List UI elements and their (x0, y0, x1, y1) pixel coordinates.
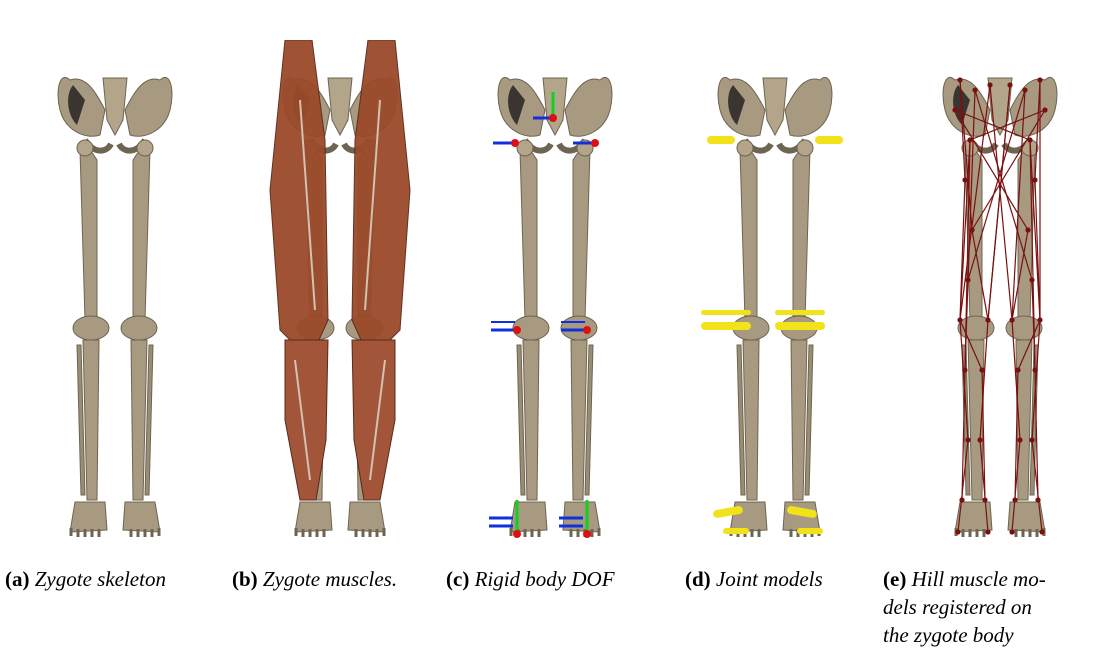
hill-muscle-attachment (1037, 77, 1042, 82)
caption-b: (b) Zygote muscles. (232, 565, 397, 593)
hill-muscle-attachment (962, 367, 967, 372)
caption-c-text: Rigid body DOF (475, 567, 615, 591)
hill-muscle-attachment (1032, 367, 1037, 372)
hill-muscle-attachment (1009, 529, 1014, 534)
joint-cylinders (701, 136, 843, 534)
panel-c-rigid-body-dof (455, 40, 655, 560)
caption-e-line-2: dels registered on (883, 595, 1032, 619)
hill-muscle-attachment (972, 87, 977, 92)
hill-muscle-attachment (977, 437, 982, 442)
hill-muscle-attachment (967, 137, 972, 142)
hill-muscle-attachment (1025, 227, 1030, 232)
panel-d-joint-models (675, 40, 875, 560)
hill-muscle-attachment (1035, 497, 1040, 502)
hill-muscle-attachment (959, 497, 964, 502)
hill-muscle-attachment (1039, 529, 1044, 534)
hill-muscle-attachment (1017, 437, 1022, 442)
caption-a-label: (a) (5, 567, 30, 591)
caption-b-text: Zygote muscles. (263, 567, 397, 591)
caption-e: (e) Hill muscle mo- dels registered on t… (883, 565, 1098, 649)
hill-muscle-attachment (1009, 317, 1014, 322)
caption-d: (d) Joint models (685, 565, 823, 593)
hill-muscle-attachment (1029, 437, 1034, 442)
caption-a: (a) Zygote skeleton (5, 565, 166, 593)
zygote-muscles-image (240, 40, 440, 560)
caption-b-label: (b) (232, 567, 258, 591)
panel-e-hill-muscles (900, 40, 1100, 560)
caption-e-line-1: Hill muscle mo- (912, 567, 1046, 591)
hill-muscle-attachment (979, 367, 984, 372)
hill-muscle-attachment (1032, 177, 1037, 182)
hill-muscle-attachment (955, 529, 960, 534)
hill-muscle-attachment (1012, 497, 1017, 502)
caption-c: (c) Rigid body DOF (446, 565, 615, 593)
hill-muscle-attachment (965, 437, 970, 442)
hill-muscle-attachment (962, 177, 967, 182)
hill-muscle-attachment (1015, 367, 1020, 372)
caption-d-text: Joint models (716, 567, 823, 591)
hill-muscle-attachment (1037, 317, 1042, 322)
caption-a-text: Zygote skeleton (35, 567, 166, 591)
hill-muscle-attachment (987, 82, 992, 87)
caption-c-label: (c) (446, 567, 469, 591)
hill-muscle-attachment (1042, 107, 1047, 112)
panel-a-skeleton (15, 40, 215, 560)
caption-e-line-3: the zygote body (883, 623, 1014, 647)
hill-muscle-attachment (1022, 87, 1027, 92)
zygote-skeleton-image (15, 40, 215, 560)
hill-muscle-attachment (969, 227, 974, 232)
hill-muscle-attachment (985, 529, 990, 534)
caption-d-label: (d) (685, 567, 711, 591)
hill-muscle-attachment (1029, 277, 1034, 282)
hill-muscle-attachment (1007, 82, 1012, 87)
hill-muscle-attachment (957, 317, 962, 322)
panel-b-muscles (240, 40, 440, 560)
joint-models-image (675, 40, 875, 560)
hill-muscle-attachment (985, 317, 990, 322)
hill-muscle-attachment (952, 107, 957, 112)
rigid-body-dof-image (455, 40, 655, 560)
hill-muscle-attachment (982, 497, 987, 502)
hill-muscle-attachment (965, 277, 970, 282)
hill-muscle-attachment (1027, 137, 1032, 142)
hill-muscle-attachment (957, 77, 962, 82)
caption-e-label: (e) (883, 567, 906, 591)
hill-muscles-image (900, 40, 1100, 560)
